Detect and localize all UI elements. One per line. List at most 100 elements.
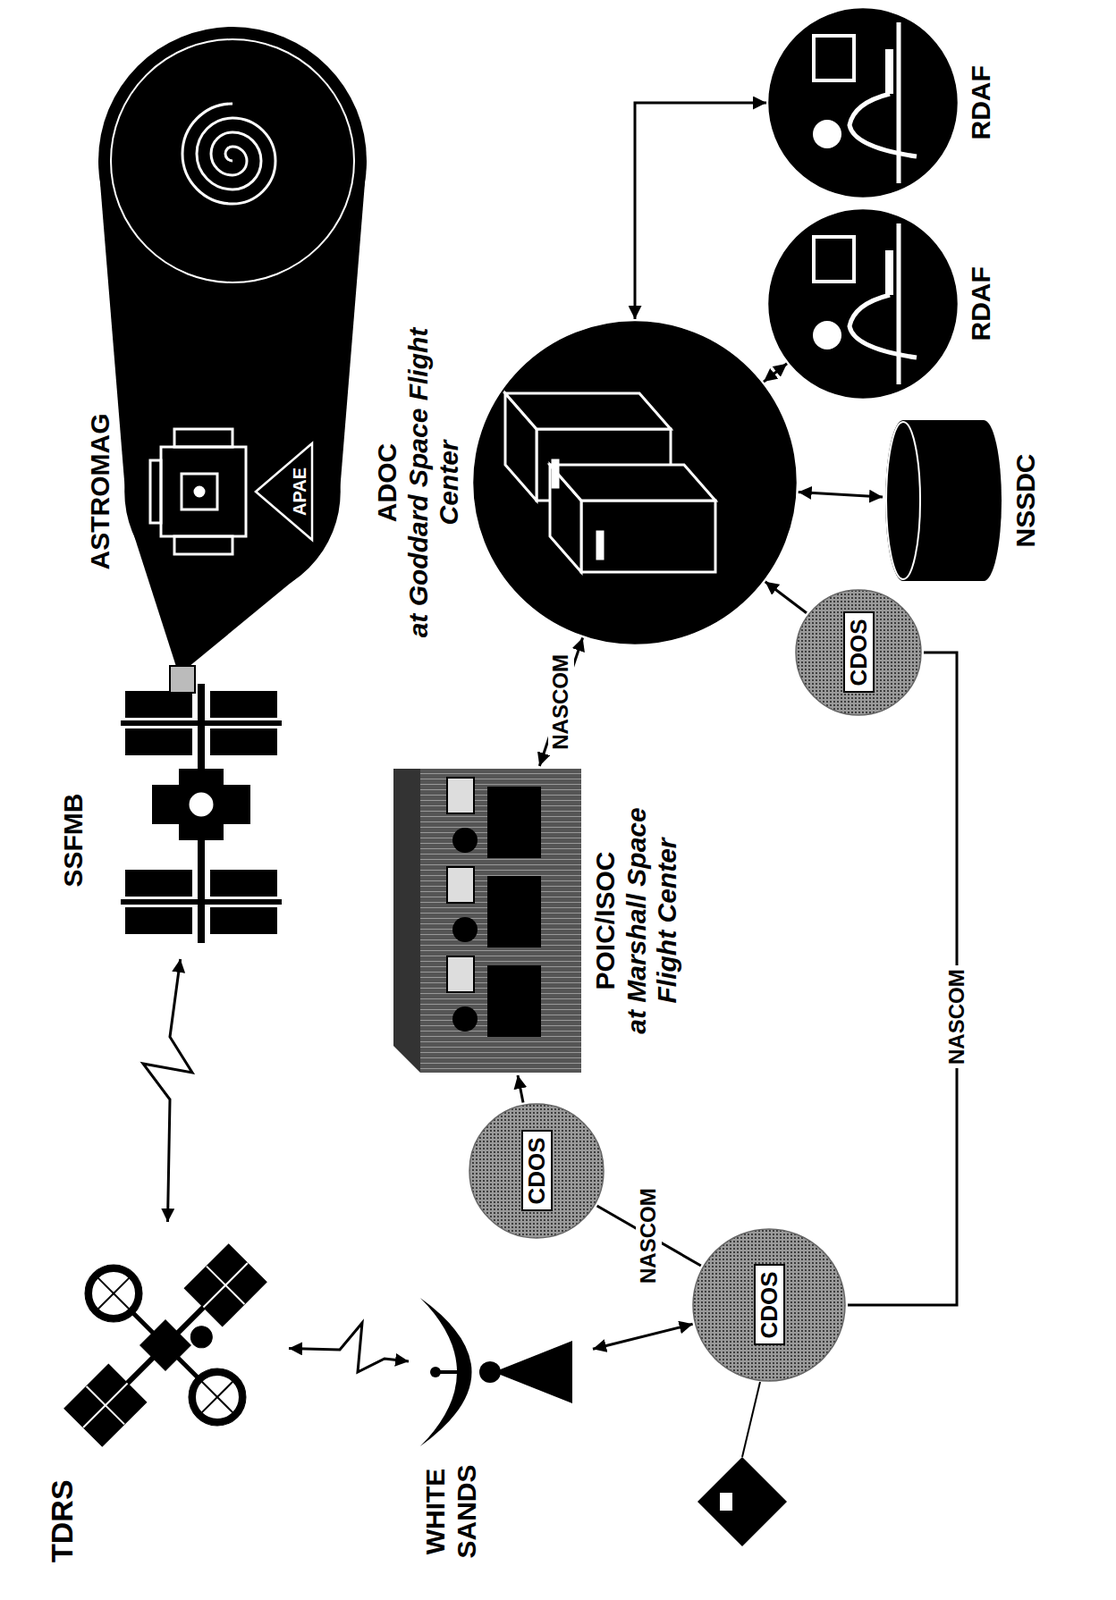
computer-cabinets-part (549, 465, 716, 501)
connector (634, 102, 767, 320)
spiral-orbit (182, 103, 276, 204)
computer-cabinets (505, 393, 716, 573)
label-block: ADOCat Goddard Space Flight Center (372, 321, 465, 644)
space-station-part (120, 899, 282, 905)
connector (539, 637, 583, 767)
computer-cabinets-part (552, 460, 558, 488)
connector (798, 492, 883, 499)
cdos-cloud (795, 590, 922, 716)
space-station-part (223, 785, 251, 825)
space-station-part (210, 907, 278, 935)
space-station-part (125, 691, 193, 719)
shape-outline-path (125, 384, 340, 600)
control-room-part (487, 876, 542, 948)
shape-outline (769, 8, 957, 197)
tdrs-satellite-part (186, 1366, 250, 1430)
ground-dish (420, 1298, 573, 1447)
magnet-drawing (150, 429, 246, 555)
node-label: CDOS (521, 1130, 554, 1212)
control-room-part (420, 769, 582, 1074)
network-circle: CDOS (469, 1104, 604, 1239)
shape-outline-path (769, 8, 957, 197)
space-station-part (210, 870, 278, 897)
facility-circle: RDAF (769, 210, 957, 398)
ground-dish-part (439, 1370, 470, 1375)
link-label: NASCOM (548, 651, 575, 754)
space-station-part (152, 785, 179, 825)
spiral-ring (110, 39, 355, 283)
archive-drum (885, 420, 1002, 582)
ground-terminal-part (697, 1457, 787, 1548)
label-block: RDAF (965, 266, 998, 341)
node-label: CDOS (753, 1264, 787, 1346)
network-circle: CDOS (693, 1229, 846, 1382)
archive-drum-part (885, 420, 1002, 582)
location-note: at Goddard Space Flight Center (403, 321, 465, 644)
control-room-part (452, 917, 478, 943)
node-label: TDRS (44, 1479, 80, 1564)
archive-node: NSSDC (885, 420, 1002, 582)
magnet-drawing-part (181, 473, 218, 510)
tdrs-satellite (10, 1191, 320, 1500)
node-label: SSFMB (58, 794, 90, 888)
tdrs-satellite-part (82, 1262, 146, 1327)
node-label: NSSDC (1010, 453, 1042, 548)
astromag-disc (125, 384, 340, 600)
connector (763, 363, 787, 382)
ground-station-node: WHITE SANDS (411, 1296, 591, 1449)
analysis-station (769, 210, 957, 398)
magnified-circle: ASTROMAGAPAE (125, 384, 340, 600)
computer-cabinets-part (505, 393, 671, 430)
shape-outline (473, 321, 796, 644)
magnet-drawing-part (160, 447, 246, 537)
connector (288, 1323, 409, 1373)
space-station-part (186, 790, 216, 820)
label-block: CDOS (520, 1130, 554, 1212)
shape-outline-path (693, 1229, 846, 1382)
space-station-part (125, 907, 193, 935)
ground-dish-part (430, 1367, 441, 1379)
link-label: NASCOM (944, 965, 971, 1069)
cdos-cloud (693, 1229, 846, 1382)
data-center-circle: ADOCat Goddard Space Flight Center (473, 321, 796, 644)
connector (765, 582, 807, 614)
ground-terminal (697, 1382, 787, 1548)
label-block: TDRS (44, 1479, 80, 1564)
control-room-part (393, 769, 421, 1074)
spiral-disc (98, 26, 367, 296)
space-station-part (178, 769, 224, 841)
network-circle: CDOS (795, 590, 922, 716)
tdrs-satellite-part (186, 1322, 217, 1353)
label-block: CDOS (842, 611, 876, 694)
location-note: at Marshall Space Flight Center (621, 769, 684, 1074)
label-block: CDOS (752, 1264, 787, 1346)
space-station-part (210, 728, 278, 756)
node-label: ASTROMAG (84, 414, 117, 571)
shape-outline-path (795, 590, 922, 716)
tdrs-satellite-part (201, 1381, 233, 1413)
shape-outline-path (473, 321, 796, 644)
space-station-part (125, 728, 193, 756)
label-block: POIC/ISOCat Marshall Space Flight Center (590, 769, 684, 1074)
station-node: SSFMB (98, 652, 305, 957)
facility-circle: RDAF (769, 8, 957, 197)
analysis-station (769, 8, 957, 197)
link-label: NASCOM (635, 1184, 662, 1288)
computer-cabinets-part (597, 532, 603, 559)
control-room-part (452, 828, 478, 854)
control-room (393, 769, 582, 1074)
space-station-part (125, 870, 193, 897)
connector (143, 959, 193, 1223)
node-label: RDAF (965, 266, 998, 341)
control-room-part (447, 956, 474, 993)
label-block: NSSDC (1010, 453, 1042, 548)
control-room-part (452, 1006, 478, 1032)
cdos-cloud (469, 1104, 604, 1239)
shape-outline (769, 210, 957, 398)
magnet-drawing-part (174, 536, 233, 555)
tdrs-satellite-part (201, 1381, 233, 1413)
control-room-part (487, 786, 542, 859)
